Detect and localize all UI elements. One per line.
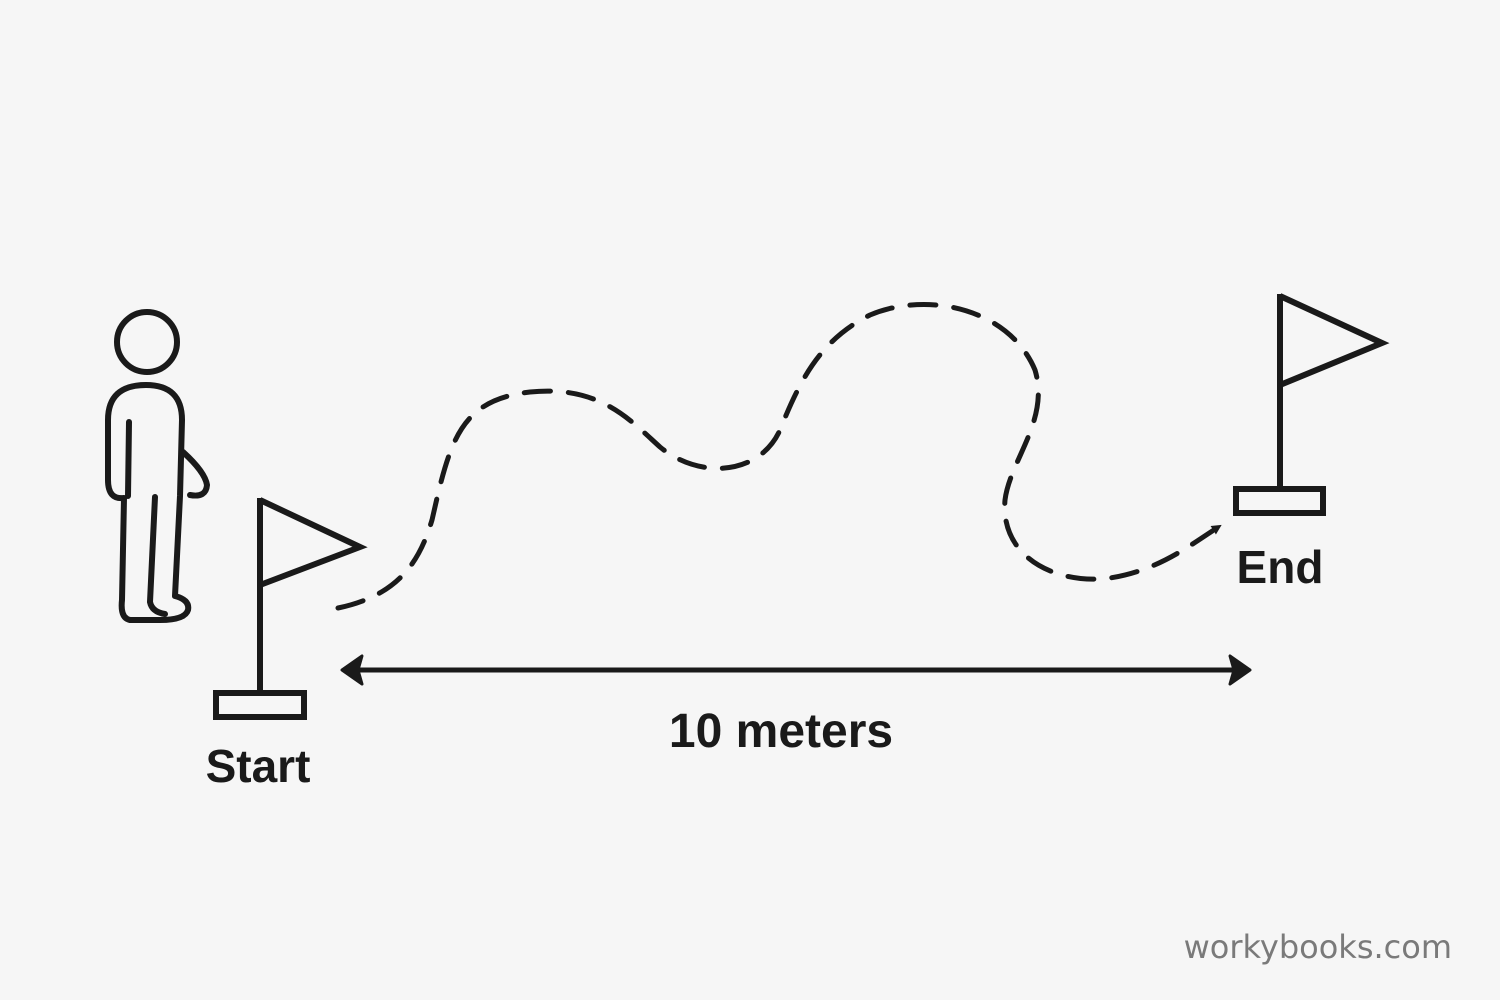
start-flag-icon xyxy=(213,497,368,720)
watermark-text: workybooks.com xyxy=(1184,928,1452,966)
end-flag-icon xyxy=(1233,293,1390,516)
walking-path-dashed xyxy=(335,302,1223,611)
person-icon xyxy=(105,309,210,623)
person-head xyxy=(114,309,180,375)
distance-arrow xyxy=(340,654,1252,686)
end-label: End xyxy=(1237,541,1324,593)
person-arm-line xyxy=(125,419,132,499)
person-body xyxy=(105,382,192,623)
start-label: Start xyxy=(206,740,311,792)
person-leg-line xyxy=(147,494,168,617)
person-hand xyxy=(180,449,210,499)
distance-label: 10 meters xyxy=(669,705,893,758)
